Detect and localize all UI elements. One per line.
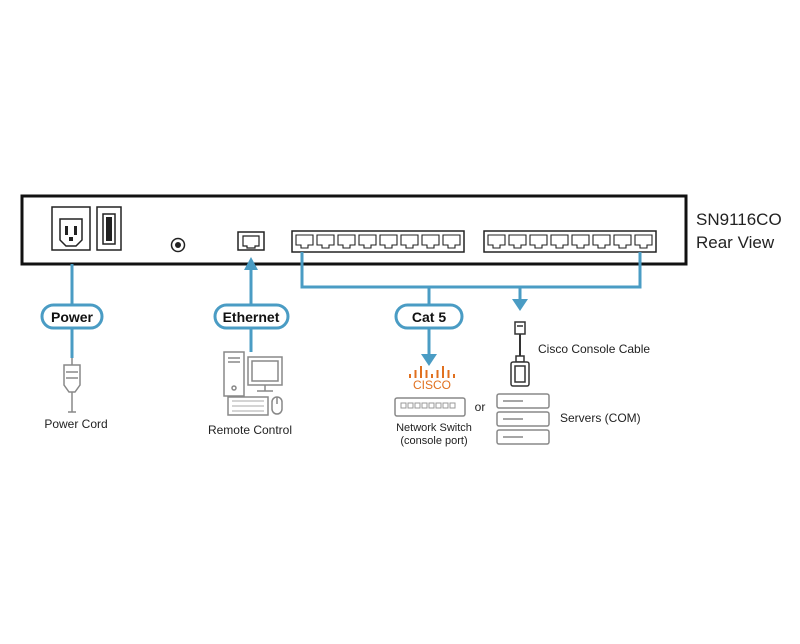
switch-port bbox=[421, 402, 428, 409]
cisco-logo-bars bbox=[409, 366, 455, 378]
rj45-port bbox=[379, 234, 398, 249]
rj45-port bbox=[529, 234, 548, 249]
port-bank-frame bbox=[483, 230, 657, 253]
or-label: or bbox=[475, 400, 486, 414]
rj45-port-bank-icon bbox=[483, 230, 657, 253]
cat5-tag: Cat 5 bbox=[394, 303, 464, 330]
switch-port bbox=[442, 402, 449, 409]
switch-port bbox=[435, 402, 442, 409]
switch-port bbox=[449, 402, 456, 409]
network-switch-label: Network Switch bbox=[396, 422, 472, 434]
console-cable-icon bbox=[510, 321, 530, 387]
rj45-port bbox=[592, 234, 611, 249]
power-switch-icon bbox=[96, 206, 122, 251]
device-model-label: SN9116CO bbox=[696, 210, 782, 229]
rj45-port bbox=[487, 234, 506, 249]
svg-text:Ethernet: Ethernet bbox=[223, 309, 280, 325]
cisco-logo-bar bbox=[453, 374, 455, 378]
rj45-port bbox=[295, 234, 314, 249]
cat5-arrowhead bbox=[421, 354, 437, 366]
cisco-logo-bar bbox=[414, 370, 417, 378]
ethernet-port-icon bbox=[237, 231, 265, 251]
switch-port bbox=[414, 402, 421, 409]
network-switch-sublabel: (console port) bbox=[400, 435, 467, 447]
power-socket-icon bbox=[51, 206, 91, 251]
cisco-logo-bar bbox=[447, 370, 450, 378]
cat5-bus-line bbox=[300, 252, 642, 289]
rj45-port bbox=[400, 234, 419, 249]
ground-screw-icon bbox=[170, 237, 186, 253]
rj45-port bbox=[358, 234, 377, 249]
power-tag: Power bbox=[40, 303, 104, 330]
rj45-port bbox=[613, 234, 632, 249]
ethernet-tag: Ethernet bbox=[213, 303, 290, 330]
cisco-logo-bar bbox=[436, 370, 439, 378]
power-plug-icon bbox=[63, 358, 81, 413]
console-cable-arrowhead bbox=[512, 299, 528, 311]
cisco-logo-text: CISCO bbox=[413, 378, 451, 392]
cisco-console-cable-label: Cisco Console Cable bbox=[538, 342, 650, 356]
svg-text:Cat 5: Cat 5 bbox=[412, 309, 446, 325]
rj45-port bbox=[421, 234, 440, 249]
cisco-logo-bar bbox=[409, 374, 411, 378]
rj45-port bbox=[337, 234, 356, 249]
port-bank-frame bbox=[291, 230, 465, 253]
switch-port bbox=[400, 402, 407, 409]
rj45-port bbox=[634, 234, 653, 249]
switch-port bbox=[428, 402, 435, 409]
network-switch-icon bbox=[394, 397, 466, 417]
svg-text:Power: Power bbox=[51, 309, 94, 325]
rj45-port bbox=[550, 234, 569, 249]
rj45-port bbox=[442, 234, 461, 249]
rj45-port bbox=[508, 234, 527, 249]
remote-control-label: Remote Control bbox=[208, 423, 292, 437]
computer-icon bbox=[223, 351, 283, 416]
ethernet-arrowhead bbox=[244, 257, 258, 270]
server-stack-icon bbox=[496, 393, 550, 445]
device-view-label: Rear View bbox=[696, 233, 775, 252]
rj45-port-bank-icon bbox=[291, 230, 465, 253]
cisco-logo-bar bbox=[425, 370, 428, 378]
servers-label: Servers (COM) bbox=[560, 411, 641, 425]
rj45-port bbox=[571, 234, 590, 249]
power-cord-label: Power Cord bbox=[44, 417, 107, 431]
rj45-port bbox=[316, 234, 335, 249]
cisco-logo-bar bbox=[420, 366, 422, 378]
cisco-logo-bar bbox=[442, 366, 444, 378]
cisco-logo-bar bbox=[431, 374, 433, 378]
switch-port bbox=[407, 402, 414, 409]
